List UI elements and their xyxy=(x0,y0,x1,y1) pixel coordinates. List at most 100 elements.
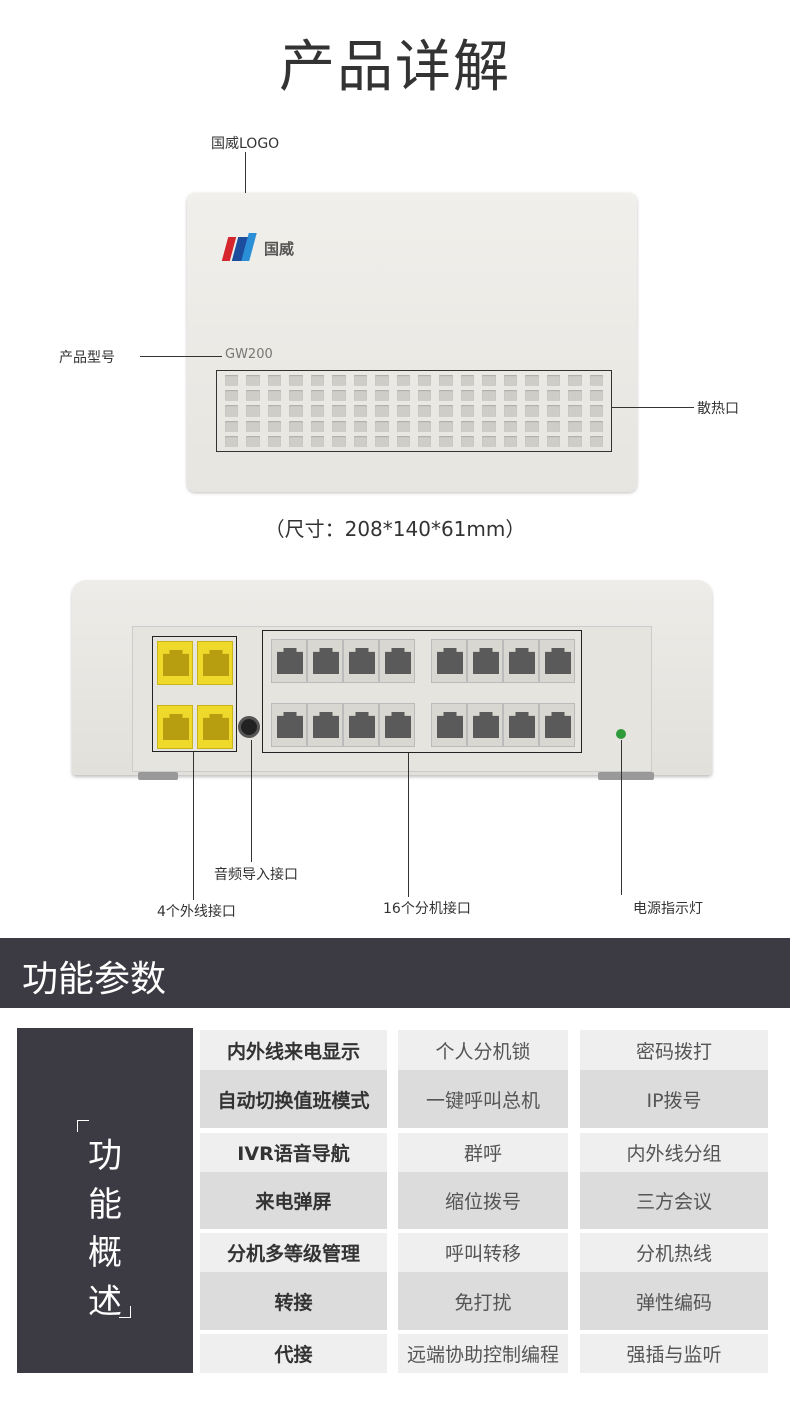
rj11-port xyxy=(197,705,233,749)
vent-slot xyxy=(267,375,282,387)
vent-pointer-line xyxy=(612,407,694,408)
brand-name: 国威 xyxy=(264,240,295,258)
vent-label: 散热口 xyxy=(697,401,739,417)
vent-slot xyxy=(353,435,368,447)
vent-slot xyxy=(396,405,410,417)
feature-cell: 群呼 xyxy=(398,1133,568,1172)
vent-slot xyxy=(353,405,368,417)
vent-slot xyxy=(568,390,582,402)
trunk-ports-group xyxy=(152,636,237,752)
vent-slot xyxy=(225,405,239,417)
power-label: 电源指示灯 xyxy=(633,901,703,917)
trunk-pointer-line xyxy=(193,752,194,900)
vent-slot xyxy=(267,390,282,402)
vent-slot xyxy=(375,390,389,402)
vent-slot xyxy=(225,375,239,387)
vent-slot xyxy=(418,405,432,417)
feature-cell: 个人分机锁 xyxy=(398,1030,568,1070)
vent-slot xyxy=(396,375,410,387)
feature-cell: 呼叫转移 xyxy=(398,1233,568,1272)
vent-slot xyxy=(460,390,475,402)
side-char: 能 xyxy=(88,1185,122,1225)
page-title: 产品详解 xyxy=(279,35,511,100)
vent-slot xyxy=(439,375,453,387)
vent-slot xyxy=(482,420,496,432)
vent-slot xyxy=(482,375,496,387)
vent-slot xyxy=(225,390,239,402)
rj11-port xyxy=(307,703,343,747)
feature-cell: 缩位拨号 xyxy=(398,1172,568,1229)
rj11-port xyxy=(539,703,575,747)
vent-slot xyxy=(546,435,561,447)
vent-slot xyxy=(267,405,282,417)
model-label: 产品型号 xyxy=(59,350,115,366)
feature-cell: 分机热线 xyxy=(580,1233,768,1272)
rj11-port xyxy=(197,641,233,685)
vent-slot xyxy=(460,405,475,417)
vent-slot xyxy=(310,420,325,432)
vent-slot xyxy=(439,405,453,417)
device-top-image xyxy=(187,193,637,492)
vent-slot xyxy=(375,405,389,417)
vent-slot xyxy=(332,390,346,402)
feature-cell: 一键呼叫总机 xyxy=(398,1070,568,1128)
vent-slot xyxy=(246,375,260,387)
extension-label: 16个分机接口 xyxy=(383,901,471,917)
vent-slot xyxy=(396,435,410,447)
rj11-port xyxy=(379,639,415,683)
vent-slot xyxy=(460,375,475,387)
vent-slot xyxy=(418,420,432,432)
vent-slot xyxy=(289,390,303,402)
vent-slot xyxy=(289,405,303,417)
vent-slot xyxy=(589,435,603,447)
section-title: 功能参数 xyxy=(22,959,167,1000)
ext-pointer-line xyxy=(408,753,409,897)
vent-slot xyxy=(568,420,582,432)
foot xyxy=(598,772,654,780)
side-char: 功 xyxy=(88,1136,122,1176)
rj11-port xyxy=(467,703,503,747)
vent-slot xyxy=(589,390,603,402)
vent-slot xyxy=(225,420,239,432)
vent-slot xyxy=(525,405,539,417)
vent-slot xyxy=(482,405,496,417)
section-header: 功能参数 xyxy=(0,938,790,1008)
logo-label: 国威LOGO xyxy=(211,136,280,152)
brand-logo xyxy=(221,233,259,261)
vent-slot xyxy=(525,420,539,432)
vent-slot xyxy=(546,375,561,387)
vent-slot xyxy=(589,405,603,417)
vent-slot xyxy=(439,420,453,432)
vent-slot xyxy=(418,375,432,387)
rj11-port xyxy=(343,703,379,747)
vent-slot xyxy=(353,375,368,387)
vent-slot xyxy=(546,420,561,432)
vent-slot xyxy=(418,390,432,402)
feature-cell: 三方会议 xyxy=(580,1172,768,1229)
vent-slot xyxy=(375,435,389,447)
dimensions-text: （尺寸：208*140*61mm） xyxy=(264,517,526,541)
rj11-port xyxy=(539,639,575,683)
feature-cell: 密码拨打 xyxy=(580,1030,768,1070)
rj11-port xyxy=(431,639,467,683)
vent-slot xyxy=(353,420,368,432)
vent-slot xyxy=(503,390,518,402)
vent-slot xyxy=(267,435,282,447)
rj11-port xyxy=(343,639,379,683)
vent-slot xyxy=(396,390,410,402)
vent-slot xyxy=(503,375,518,387)
vent-slot xyxy=(267,420,282,432)
extension-ports-group xyxy=(262,630,582,753)
rj11-port xyxy=(271,639,307,683)
bracket-open xyxy=(77,1120,89,1132)
vent-slot xyxy=(589,420,603,432)
vent-slot xyxy=(525,390,539,402)
feature-cell: 远端协助控制编程 xyxy=(398,1334,568,1373)
vent-slot xyxy=(503,435,518,447)
vent-slot xyxy=(546,405,561,417)
vent-slot xyxy=(568,435,582,447)
model-pointer-line xyxy=(140,356,222,357)
feature-cell: 来电弹屏 xyxy=(200,1172,387,1229)
power-pointer-line xyxy=(621,740,622,895)
side-char: 述 xyxy=(88,1282,122,1322)
